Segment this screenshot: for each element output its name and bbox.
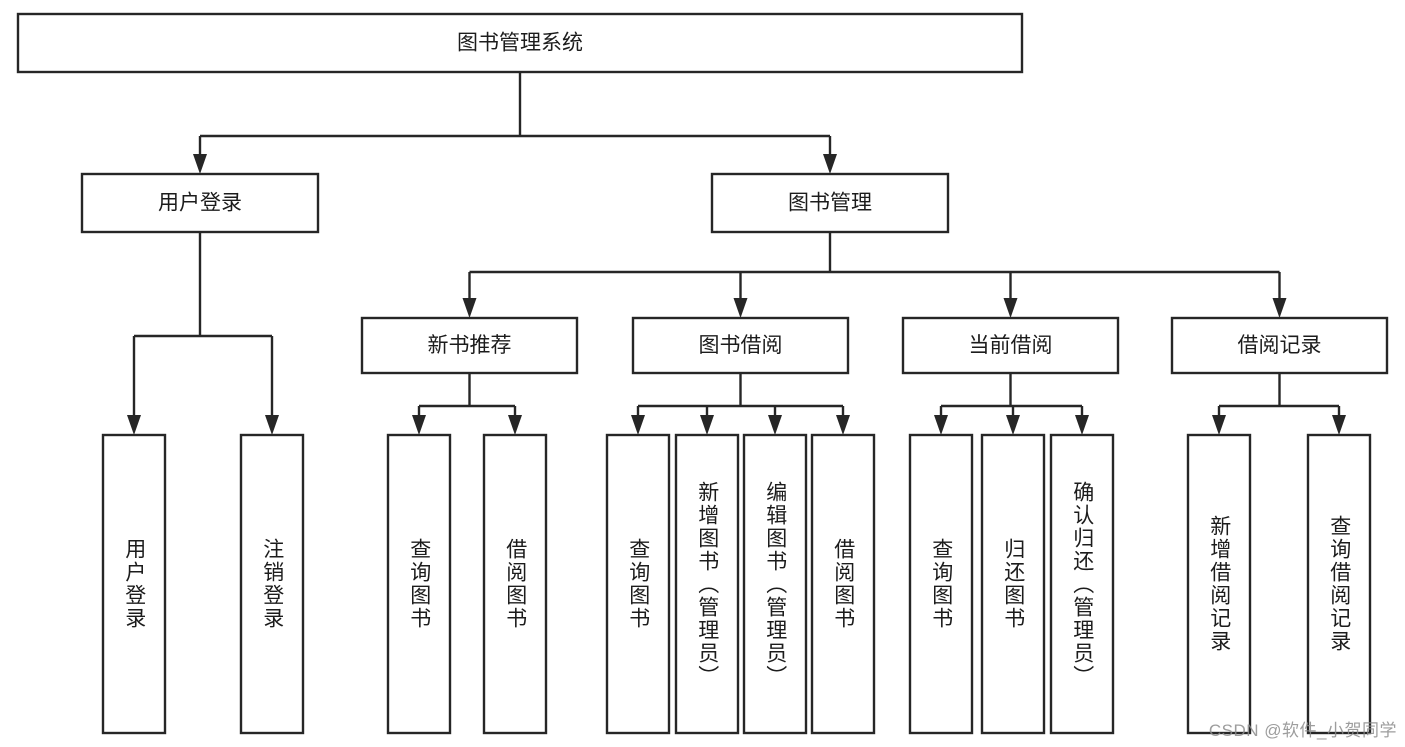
node-level2-label-3: 当前借阅 [969, 334, 1053, 357]
arrow-head-icon [265, 415, 279, 435]
node-level1-label-1: 用户登录 [158, 192, 242, 215]
arrow-head-icon [1272, 298, 1287, 318]
connector-layer [127, 72, 1346, 435]
arrow-head-icon [768, 415, 782, 435]
node-box-layer [16, 12, 1389, 735]
arrow-head-icon [733, 298, 748, 318]
node-level1-label-2: 图书管理 [788, 192, 872, 215]
node-level2-label-2: 图书借阅 [699, 334, 783, 357]
node-leaf-5[interactable] [605, 433, 671, 735]
arrow-head-icon [1332, 415, 1346, 435]
csdn-watermark: CSDN @软件_小贺同学 [1208, 721, 1397, 740]
arrow-head-icon [631, 415, 645, 435]
arrow-head-icon [193, 154, 207, 174]
node-level2-2[interactable] [631, 316, 850, 375]
node-leaf-1[interactable] [101, 433, 167, 735]
arrow-head-icon [934, 415, 948, 435]
node-leaf-8[interactable] [810, 433, 876, 735]
node-level1-2[interactable] [710, 172, 950, 234]
arrow-head-icon [1006, 415, 1020, 435]
node-level2-4[interactable] [1170, 316, 1389, 375]
node-level2-label-4: 借阅记录 [1238, 334, 1322, 357]
arrow-head-icon [508, 415, 522, 435]
node-leaf-12[interactable] [1186, 433, 1252, 735]
node-level2-1[interactable] [360, 316, 579, 375]
arrow-head-icon [1003, 298, 1018, 318]
node-leaf-4[interactable] [482, 433, 548, 735]
node-leaf-9[interactable] [908, 433, 974, 735]
node-level2-label-1: 新书推荐 [428, 334, 512, 357]
arrow-head-icon [700, 415, 714, 435]
node-leaf-11[interactable] [1049, 433, 1115, 735]
node-root-label: 图书管理系统 [457, 32, 583, 55]
arrow-head-icon [412, 415, 426, 435]
arrow-head-icon [1212, 415, 1226, 435]
node-leaf-7[interactable] [742, 433, 808, 735]
node-leaf-3[interactable] [386, 433, 452, 735]
arrow-head-icon [462, 298, 477, 318]
arrow-head-icon [836, 415, 850, 435]
node-level1-1[interactable] [80, 172, 320, 234]
arrow-head-icon [1075, 415, 1089, 435]
arrow-head-icon [127, 415, 141, 435]
node-leaf-6[interactable] [674, 433, 740, 735]
arrow-head-icon [823, 154, 837, 174]
node-level2-3[interactable] [901, 316, 1120, 375]
node-leaf-10[interactable] [980, 433, 1046, 735]
node-leaf-13[interactable] [1306, 433, 1372, 735]
node-leaf-2[interactable] [239, 433, 305, 735]
node-root-book-management-system[interactable] [16, 12, 1024, 74]
